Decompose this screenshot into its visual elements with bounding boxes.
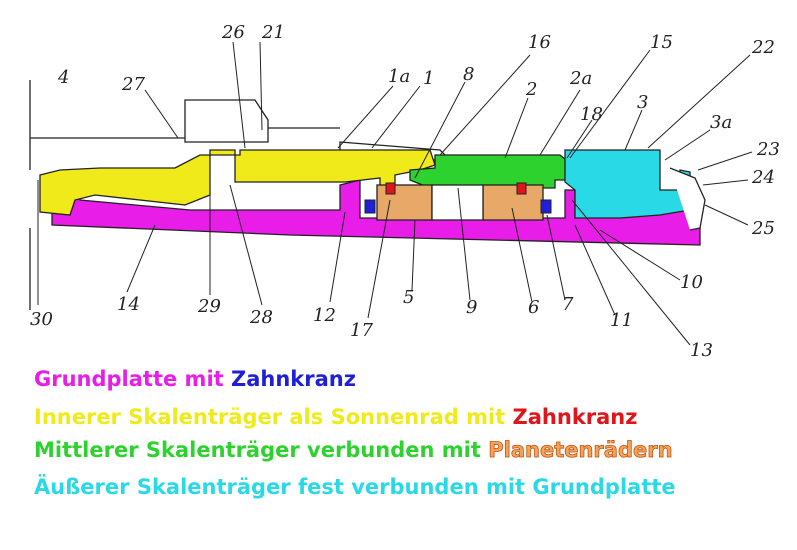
part-number: 5 <box>403 287 414 308</box>
part-number: 3 <box>637 92 648 113</box>
part-number: 1a <box>388 66 410 87</box>
part-number: 23 <box>756 139 780 160</box>
gear-ring-red-right <box>516 182 527 195</box>
legend-text: Grundplatte mit <box>34 367 224 391</box>
gear-ring-blue-left <box>364 199 376 214</box>
part-number: 29 <box>197 296 221 317</box>
part-number: 28 <box>249 307 273 328</box>
part-number: 14 <box>117 294 140 315</box>
gear-ring-red-left <box>385 182 396 195</box>
part-number: 3a <box>710 112 732 133</box>
part-number: 4 <box>57 67 69 88</box>
part-number: 18 <box>580 104 603 125</box>
part-number: 30 <box>30 309 53 330</box>
part-number: 22 <box>751 37 775 58</box>
part-number: 17 <box>350 320 373 341</box>
legend-highlight: Planetenrädern <box>488 438 673 463</box>
legend-text: Mittlerer Skalenträger verbunden mit <box>34 438 481 462</box>
gear-ring-blue-right <box>540 199 552 214</box>
part-number: 12 <box>313 305 336 326</box>
part-number: 16 <box>528 32 551 53</box>
part-number: 1 <box>423 68 434 89</box>
part-number: 13 <box>690 340 713 360</box>
legend-base-plate: Grundplatte mit Zahnkranz <box>34 366 356 392</box>
part-number: 11 <box>610 310 633 331</box>
legend-text: Innerer Skalenträger als Sonnenrad mit <box>34 405 506 429</box>
part-number: 10 <box>680 272 703 293</box>
legend-inner-carrier: Innerer Skalenträger als Sonnenrad mit Z… <box>34 404 637 430</box>
leader-lines <box>37 41 753 346</box>
legend-highlight: Zahnkranz <box>512 405 638 429</box>
part-number: 15 <box>650 32 673 53</box>
part-number: 26 <box>221 22 245 43</box>
part-number: 9 <box>466 297 477 318</box>
legend-text: Äußerer Skalenträger fest verbunden mit … <box>34 475 676 499</box>
part-number: 27 <box>121 74 145 95</box>
part-number-labels: 4 27 26 21 1a 1 8 16 2 2a 15 18 3 22 3a … <box>30 22 780 360</box>
outer-carrier <box>564 149 691 219</box>
legend-middle-carrier: Mittlerer Skalenträger verbunden mit Pla… <box>34 437 673 463</box>
legend-highlight: Zahnkranz <box>231 367 356 391</box>
part-number: 25 <box>751 218 775 239</box>
base-plate <box>51 179 701 246</box>
part-number: 24 <box>751 167 775 188</box>
legend-outer-carrier: Äußerer Skalenträger fest verbunden mit … <box>34 474 676 500</box>
end-cap <box>669 167 706 231</box>
part-number: 7 <box>562 294 574 315</box>
cross-section-diagram: 4 27 26 21 1a 1 8 16 2 2a 15 18 3 22 3a … <box>29 22 780 360</box>
part-number: 21 <box>261 22 285 43</box>
part-number: 8 <box>463 64 474 85</box>
part-number: 2a <box>569 68 592 89</box>
part-number: 6 <box>528 297 539 318</box>
part-number: 2 <box>525 79 537 100</box>
